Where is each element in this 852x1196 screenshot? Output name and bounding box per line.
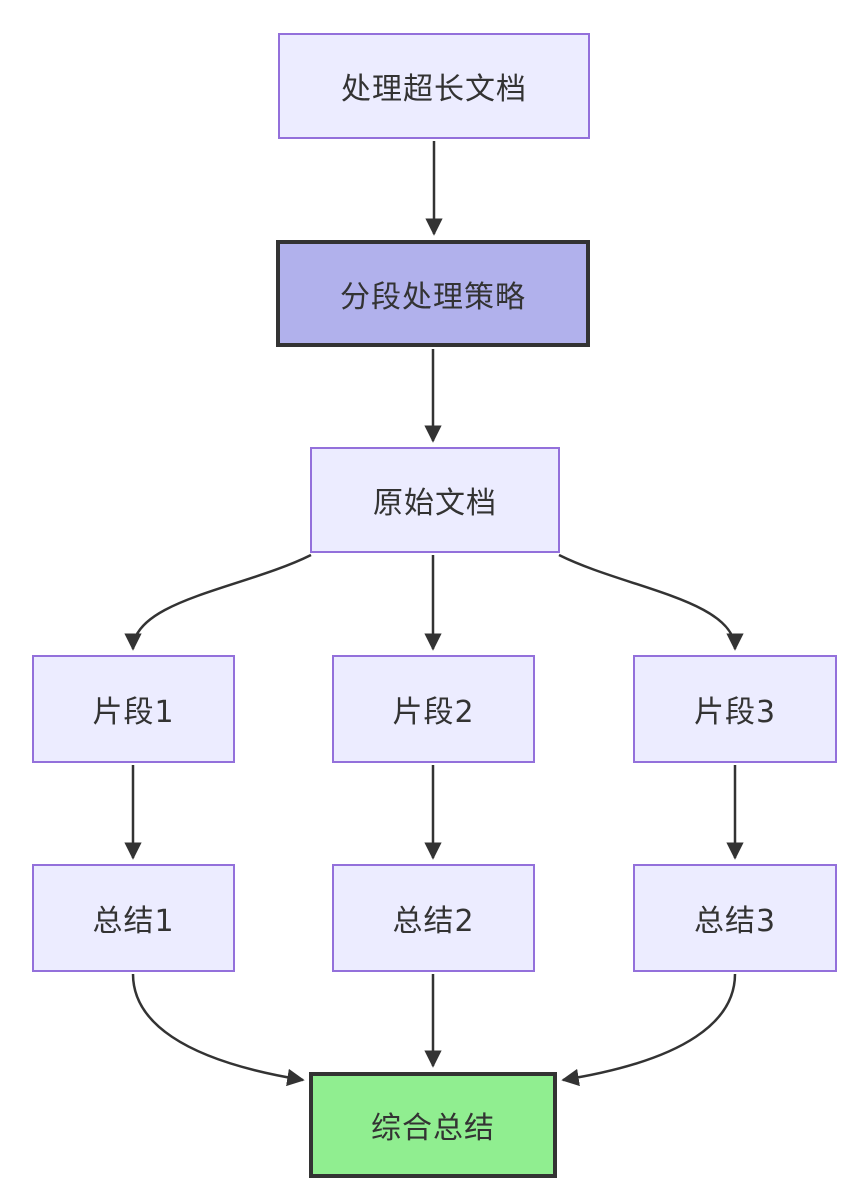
edge-C-D1 [124, 553, 312, 651]
node-summary-3: 总结3 [633, 864, 837, 972]
node-combined-summary: 综合总结 [309, 1072, 557, 1178]
node-process-long-document: 处理超长文档 [278, 33, 590, 139]
node-summary-2: 总结2 [332, 864, 535, 972]
edge-C-D3 [558, 553, 744, 651]
node-segment-3: 片段3 [633, 655, 837, 763]
node-original-document: 原始文档 [310, 447, 560, 553]
node-segmentation-strategy: 分段处理策略 [276, 240, 590, 347]
edge-E3-F [561, 973, 737, 1087]
node-summary-1: 总结1 [32, 864, 235, 972]
node-segment-1: 片段1 [32, 655, 235, 763]
node-segment-2: 片段2 [332, 655, 535, 763]
edge-E1-F [131, 973, 305, 1087]
